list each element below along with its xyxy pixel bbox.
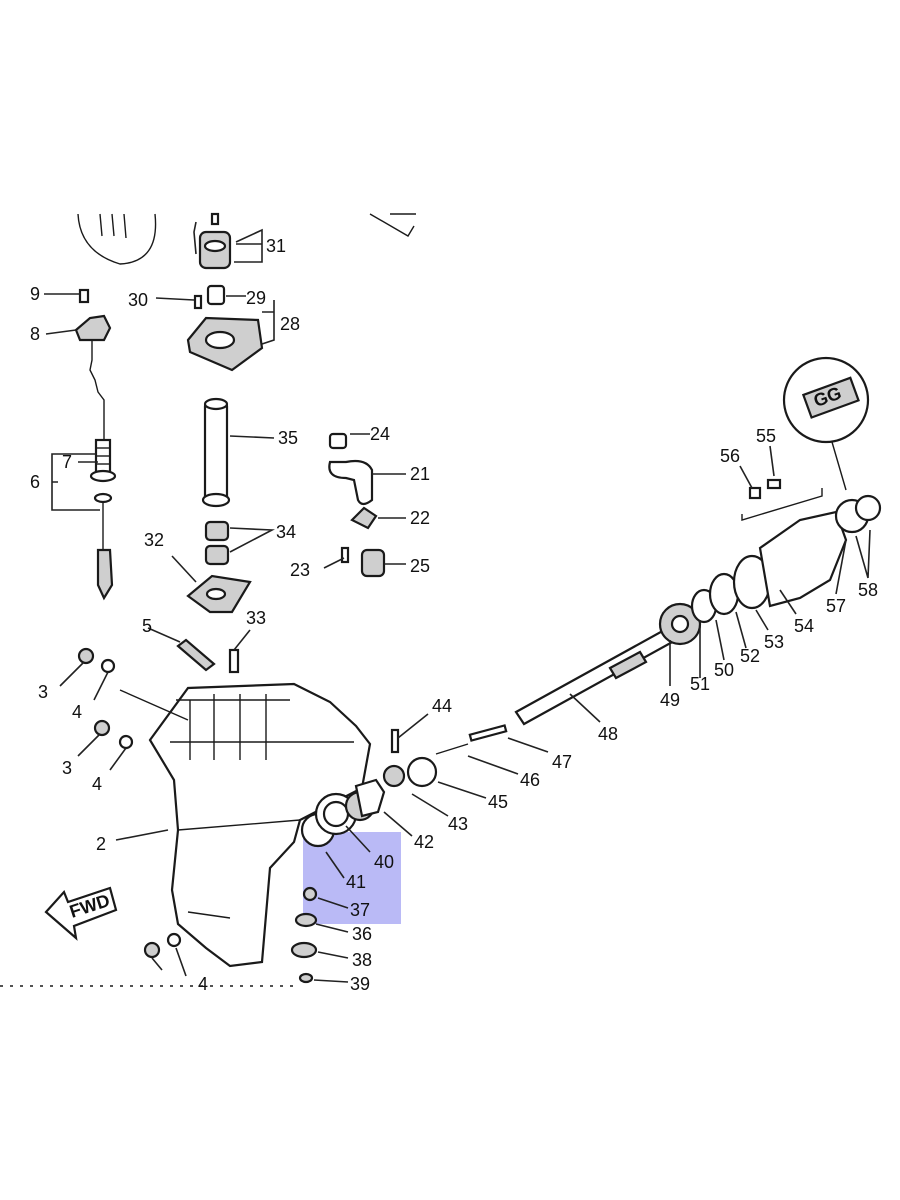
callout-labels: 9 8 7 6 32 5 33 31 30 29 28 35 34 24 21 … <box>30 236 878 994</box>
callout-35: 35 <box>278 428 298 448</box>
callout-2: 2 <box>96 834 106 854</box>
fwd-arrow-icon: FWD <box>44 886 118 941</box>
propeller-shaft-assembly <box>514 478 882 726</box>
callout-50: 50 <box>714 660 734 680</box>
shift-rod-assembly <box>74 288 117 601</box>
callout-37: 37 <box>350 900 370 920</box>
casing-bolts <box>77 647 182 959</box>
callout-36: 36 <box>352 924 372 944</box>
callout-54: 54 <box>794 616 814 636</box>
top-cutoff-fragments <box>77 213 416 265</box>
callout-56: 56 <box>720 446 740 466</box>
highlight-box <box>303 832 401 924</box>
water-pump-parts <box>290 724 508 984</box>
callout-25: 25 <box>410 556 430 576</box>
callout-33: 33 <box>246 608 266 628</box>
callout-8: 8 <box>30 324 40 344</box>
callout-32: 32 <box>144 530 164 550</box>
callout-9: 9 <box>30 284 40 304</box>
callout-40: 40 <box>374 852 394 872</box>
callout-30: 30 <box>128 290 148 310</box>
callout-6: 6 <box>30 472 40 492</box>
callout-48: 48 <box>598 724 618 744</box>
callout-38: 38 <box>352 950 372 970</box>
callout-53: 53 <box>764 632 784 652</box>
callout-3b: 3 <box>62 758 72 778</box>
callout-44: 44 <box>432 696 452 716</box>
callout-46: 46 <box>520 770 540 790</box>
callout-58: 58 <box>858 580 878 600</box>
callout-5: 5 <box>142 616 152 636</box>
callout-34: 34 <box>276 522 296 542</box>
callout-7: 7 <box>62 452 72 472</box>
callout-4b: 4 <box>92 774 102 794</box>
callout-23: 23 <box>290 560 310 580</box>
callout-24: 24 <box>370 424 390 444</box>
callout-57: 57 <box>826 596 846 616</box>
water-tube-assembly <box>328 432 386 578</box>
callout-39: 39 <box>350 974 370 994</box>
callout-3a: 3 <box>38 682 48 702</box>
callout-43: 43 <box>448 814 468 834</box>
callout-52: 52 <box>740 646 760 666</box>
callout-21: 21 <box>410 464 430 484</box>
callout-4a: 4 <box>72 702 82 722</box>
gear-grease-icon: GG <box>782 356 870 491</box>
callout-42: 42 <box>414 832 434 852</box>
callout-29: 29 <box>246 288 266 308</box>
callout-31: 31 <box>266 236 286 256</box>
callout-41: 41 <box>346 872 366 892</box>
callout-28: 28 <box>280 314 300 334</box>
callout-22: 22 <box>410 508 430 528</box>
callout-51: 51 <box>690 674 710 694</box>
callout-55: 55 <box>756 426 776 446</box>
callout-4c: 4 <box>198 974 208 994</box>
drive-shaft-components <box>176 212 264 674</box>
callout-49: 49 <box>660 690 680 710</box>
callout-47: 47 <box>552 752 572 772</box>
callout-45: 45 <box>488 792 508 812</box>
leader-lines <box>44 221 871 983</box>
lower-casing <box>119 682 372 968</box>
